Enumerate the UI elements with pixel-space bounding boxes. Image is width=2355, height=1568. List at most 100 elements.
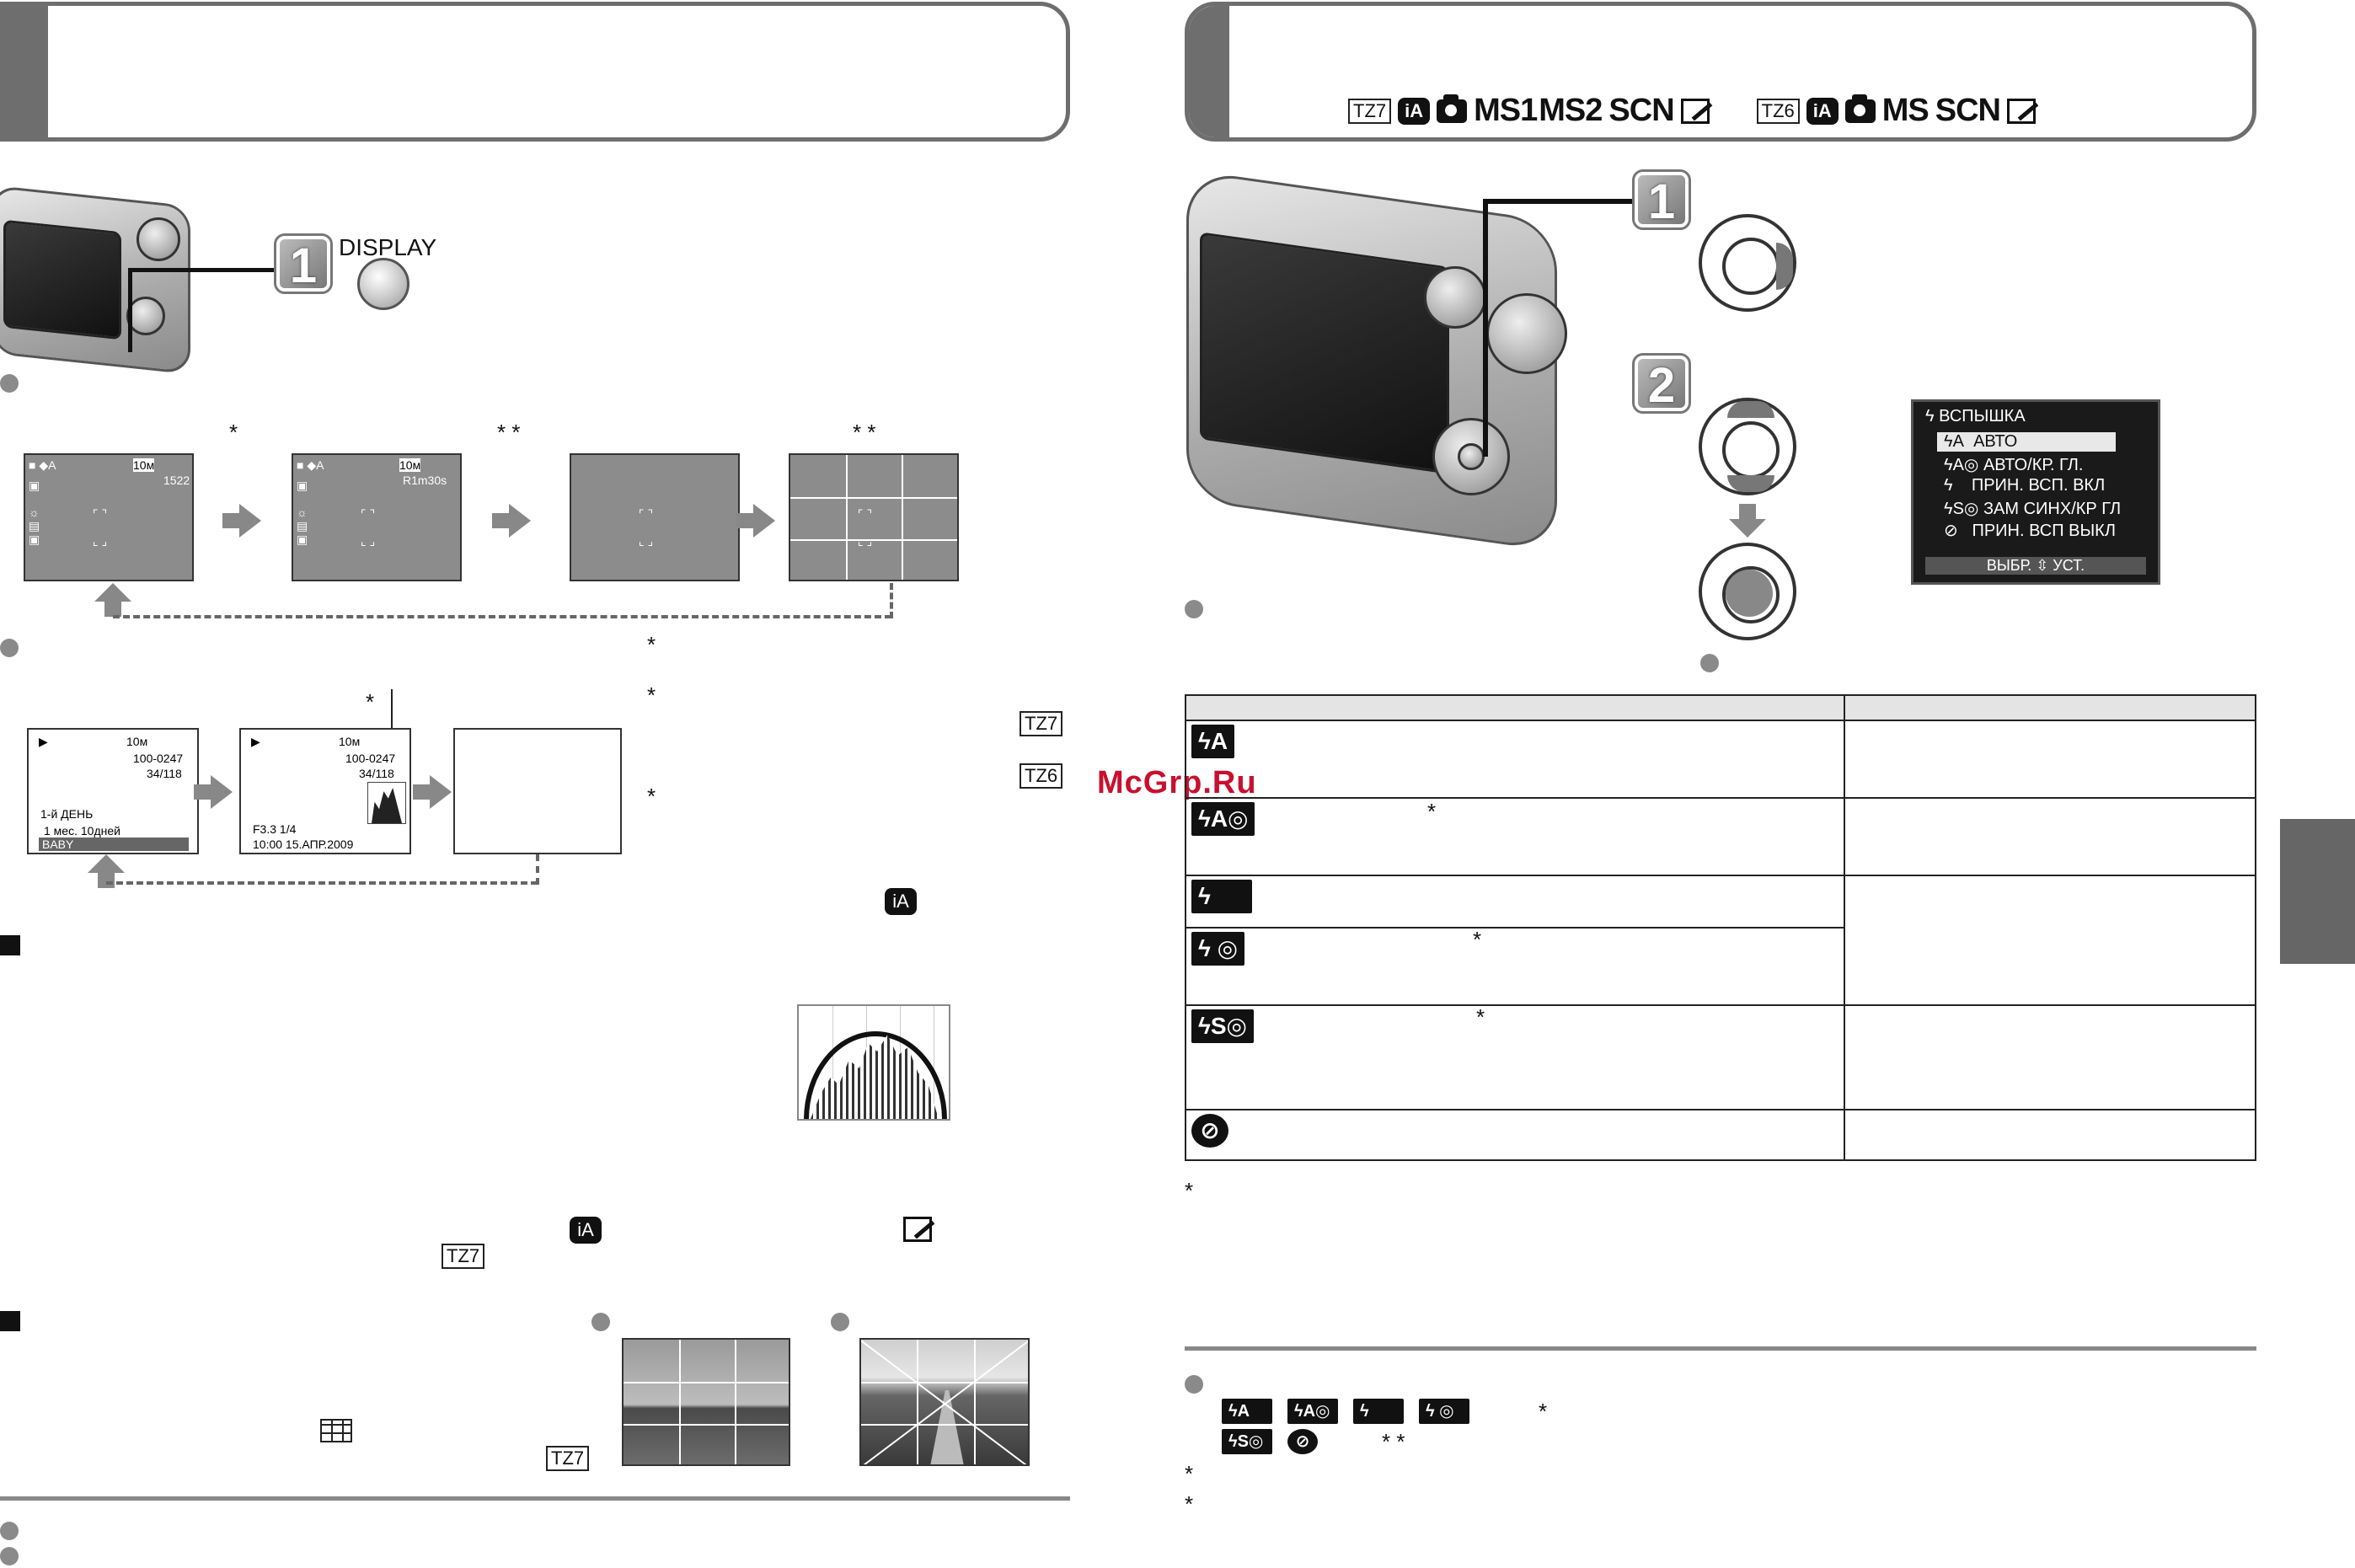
- rec1-size: 10м: [133, 458, 155, 472]
- flash-row-off: ⊘: [1185, 1109, 1845, 1161]
- bullet-right-2: [1700, 654, 1719, 672]
- model-label-tz7: TZ7: [1020, 711, 1063, 736]
- edit-mode-icon: [1680, 98, 1710, 124]
- pb1-age: 1 мес. 10дней: [44, 824, 120, 838]
- flash-row-forced-desc: [1844, 875, 2256, 1006]
- bullet-right-3: [1185, 1375, 1203, 1394]
- right-header-tab: [1189, 6, 1229, 137]
- pb2-size: 10м: [339, 735, 361, 748]
- display-button[interactable]: [357, 258, 409, 310]
- recording-screen-1: 10м 1522 ■ ◆A ▣☼▤▣ ⌜ ⌝⌞ ⌟: [24, 453, 194, 581]
- section-marker-histogram: [0, 935, 20, 955]
- flash-row-auto-redeye-desc: [1844, 797, 2256, 876]
- dpad-right-press[interactable]: [1699, 214, 1796, 312]
- step-1-badge-left: 1: [274, 233, 333, 294]
- bullet-guide-2: [831, 1313, 849, 1331]
- flash-row-auto-redeye: ϟA◎*: [1185, 797, 1845, 876]
- bullet-recording: [0, 374, 19, 393]
- star-note: *: [647, 784, 656, 809]
- scn-mode-2: SCN: [1935, 93, 2001, 128]
- flash-icon-row-1: ϟA ϟA◎ ϟ ϟ ◎: [1222, 1399, 1469, 1424]
- left-bottom-rule: [0, 1496, 1070, 1501]
- arrow-right-2: [492, 504, 531, 538]
- star-note: * *: [497, 420, 521, 445]
- ms2-mode: MS2: [1539, 93, 1603, 128]
- pb2-folder: 100-0247: [345, 752, 396, 765]
- guide-photo-1: [622, 1338, 790, 1466]
- dpad-up-down[interactable]: [1699, 398, 1796, 495]
- playback-screen-2: ▶ 10м 100-0247 34/118 F3.3 1/4 10:00 15.…: [239, 728, 411, 854]
- arrow-right-3: [736, 504, 775, 538]
- flash-menu-item-slow-sync[interactable]: ϟS◎ ЗАМ СИНХ/КР ГЛ: [1937, 498, 2121, 519]
- flash-menu-title-text: ВСПЫШКА: [1939, 407, 2026, 425]
- playback-screen-3: [453, 728, 622, 854]
- star-note: * *: [853, 420, 876, 445]
- star-footnote: *: [1185, 1178, 1194, 1203]
- bullet-note-2: [0, 1547, 19, 1565]
- flash-icon-row-2: ϟS◎ ⊘: [1222, 1429, 1318, 1454]
- star-note: *: [647, 632, 656, 657]
- table-header-col2: [1844, 694, 2256, 721]
- flash-menu-item-forced-off[interactable]: ⊘ ПРИН. ВСП ВЫКЛ: [1937, 520, 2116, 541]
- af-marks: ⌜ ⌝⌞ ⌟: [93, 507, 108, 548]
- left-header-frame: [0, 2, 1070, 142]
- ia-icon-hist: iA: [570, 1217, 602, 1244]
- pb1-travel: 1-й ДЕНЬ: [40, 807, 94, 821]
- star-note: *: [1539, 1399, 1548, 1424]
- flash-menu-title: ϟ ВСПЫШКА: [1925, 407, 2026, 425]
- right-header-frame: [1185, 2, 2256, 142]
- flash-auto-redeye-icon: ϟA◎: [1191, 802, 1255, 836]
- star-note: *: [1476, 1004, 1485, 1030]
- right-bottom-rule: [1185, 1346, 2256, 1351]
- flash-slow-sync-icon: ϟS◎: [1191, 1009, 1254, 1043]
- star-footnote: *: [1185, 1491, 1194, 1517]
- edit-mode-icon-2: [2007, 98, 2036, 124]
- playback-screen-1: ▶ 10м 100-0247 34/118 1-й ДЕНЬ 1 мес. 10…: [27, 728, 199, 854]
- recording-screen-4-grid: ⌜ ⌝⌞ ⌟: [789, 453, 959, 581]
- pb2-datetime: 10:00 15.АПР.2009: [253, 838, 354, 851]
- grid-icon: [320, 1419, 352, 1442]
- header-model-tz7: TZ7: [1348, 98, 1392, 124]
- dpad-menu-set[interactable]: [1699, 543, 1796, 640]
- flash-mode-table: ϟA ϟA◎* ϟ ϟ ◎* ϟS◎* ⊘: [1185, 694, 2256, 1161]
- ia-mode-icon: iA: [1398, 97, 1431, 125]
- flash-menu-item-auto-redeye[interactable]: ϟA◎ АВТО/КР. ГЛ.: [1937, 454, 2083, 475]
- pb1-size: 10м: [126, 735, 148, 748]
- icon-flash-auto: ϟA: [1222, 1399, 1272, 1424]
- icon-flash-forced-redeye: ϟ ◎: [1419, 1399, 1469, 1424]
- ia-icon-left: iA: [885, 888, 917, 915]
- flash-menu-item-auto[interactable]: ϟA АВТО: [1937, 432, 2116, 452]
- flash-menu-item-forced-on[interactable]: ϟ ПРИН. ВСП. ВКЛ: [1937, 476, 2105, 495]
- header-model-tz6: TZ6: [1756, 98, 1800, 124]
- flash-menu-screen: ϟ ВСПЫШКА ϟA АВТО ϟA◎ АВТО/КР. ГЛ. ϟ ПРИ…: [1911, 399, 2160, 585]
- flash-item-icon: ϟS◎: [1944, 500, 1979, 518]
- camera-mode-icon-2: [1844, 94, 1876, 123]
- left-header-tab: [0, 6, 48, 137]
- histogram-graph: [797, 1004, 950, 1121]
- star-note: *: [1473, 927, 1482, 952]
- bullet-playback: [0, 639, 19, 657]
- arrow-right-1: [222, 504, 261, 538]
- step-1-badge: 1: [1632, 169, 1691, 230]
- recording-screen-3: ⌜ ⌝⌞ ⌟: [570, 453, 740, 581]
- arrow-down-step2: [1729, 504, 1766, 538]
- flash-row-off-desc: [1844, 1109, 2256, 1161]
- pb2-mode: ▶: [251, 735, 260, 748]
- camera-mode-icon: [1437, 94, 1468, 123]
- flash-forced-redeye-icon: ϟ ◎: [1191, 932, 1245, 966]
- flash-item-label: АВТО/КР. ГЛ.: [1983, 456, 2084, 474]
- flash-item-icon: ϟ: [1944, 476, 1953, 495]
- rec2-icons-2: ▣☼▤▣: [297, 479, 308, 546]
- arrow-right-4: [194, 775, 233, 809]
- pb1-count: 34/118: [147, 767, 182, 780]
- icon-flash-auto-redeye: ϟA◎: [1287, 1399, 1338, 1424]
- edit-icon-hist: [903, 1217, 932, 1246]
- pb1-folder: 100-0247: [133, 752, 184, 765]
- flash-row-auto: ϟA: [1185, 720, 1845, 799]
- dashed-return-2: [106, 881, 538, 885]
- af-marks: ⌜ ⌝⌞ ⌟: [361, 507, 376, 548]
- model-label-tz7-hist: TZ7: [442, 1244, 485, 1269]
- section-marker-guidelines: [0, 1311, 20, 1331]
- display-button-label: DISPLAY: [339, 234, 437, 260]
- icon-flash-slow-sync: ϟS◎: [1222, 1429, 1272, 1454]
